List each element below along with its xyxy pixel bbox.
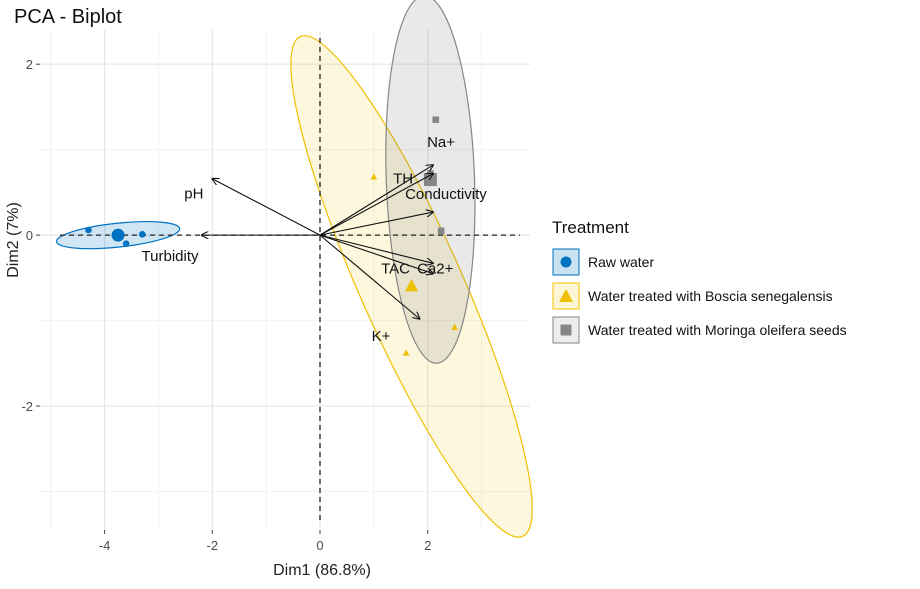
x-tick-label: -2 xyxy=(207,538,219,553)
variable-label: Turbidity xyxy=(142,248,199,265)
legend-item-raw-water: Raw water xyxy=(552,245,847,279)
variable-label: Na+ xyxy=(427,134,455,151)
y-tick-label: -2 xyxy=(21,399,33,414)
group-centroid xyxy=(111,228,125,242)
variable-label: K+ xyxy=(372,328,391,345)
legend-label-moringa: Water treated with Moringa oleifera seed… xyxy=(588,322,847,338)
legend-key-square-icon xyxy=(552,316,580,344)
variable-label: TH xyxy=(393,171,413,188)
y-axis-title: Dim2 (7%) xyxy=(5,202,22,278)
data-point xyxy=(402,349,410,356)
legend-label-boscia: Water treated with Boscia senegalensis xyxy=(588,288,833,304)
plot-panel xyxy=(40,30,530,530)
data-point xyxy=(437,227,445,235)
variable-label: Ca2+ xyxy=(417,261,454,278)
data-point xyxy=(122,240,130,247)
x-tick-label: -4 xyxy=(99,538,111,553)
legend-item-boscia: Water treated with Boscia senegalensis xyxy=(552,279,847,313)
legend-item-moringa: Water treated with Moringa oleifera seed… xyxy=(552,313,847,347)
variable-label: TAC xyxy=(381,260,410,277)
variable-arrow xyxy=(212,179,321,236)
legend-key-circle-icon xyxy=(552,248,580,276)
data-point xyxy=(139,230,146,238)
variable-arrow xyxy=(319,165,433,236)
x-tick-label: 0 xyxy=(316,538,323,553)
variable-label: pH xyxy=(184,186,203,203)
legend-label-raw-water: Raw water xyxy=(588,254,655,270)
group-centroid xyxy=(405,279,419,292)
data-point xyxy=(370,173,378,180)
data-point xyxy=(432,116,440,124)
variable-arrow xyxy=(319,234,433,273)
legend-key-triangle-icon xyxy=(552,282,580,310)
legend: Treatment Raw water Water treated with B… xyxy=(552,218,847,347)
y-tick-label: 0 xyxy=(26,228,33,243)
legend-title: Treatment xyxy=(552,218,629,237)
x-axis-title: Dim1 (86.8%) xyxy=(273,562,371,579)
y-tick-label: 2 xyxy=(26,57,33,72)
variable-arrow xyxy=(319,234,433,263)
variable-label: Conductivity xyxy=(405,186,487,203)
x-tick-label: 2 xyxy=(424,538,431,553)
variable-arrow xyxy=(319,174,433,236)
chart-title: PCA - Biplot xyxy=(14,6,122,28)
data-point xyxy=(451,323,458,330)
variable-arrow xyxy=(319,234,420,319)
data-point xyxy=(85,226,92,234)
variable-arrow xyxy=(319,212,433,236)
